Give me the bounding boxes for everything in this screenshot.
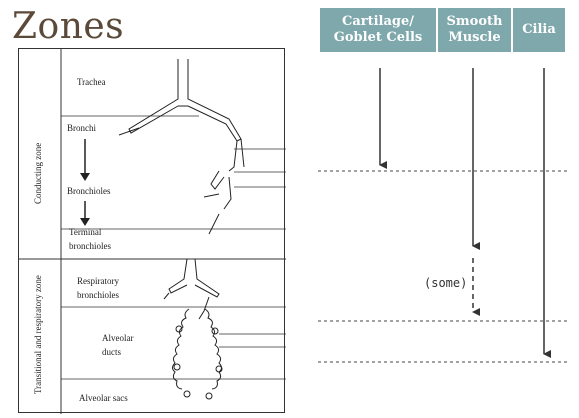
alveolar-ducts-label-2: ducts [102,347,121,357]
alveolar-sacs-label: Alveolar sacs [79,393,128,403]
conducting-zone-label: Conducting zone [33,143,43,204]
bronchi-label: Bronchi [67,123,96,133]
alveolar-ducts-label-1: Alveolar [102,333,134,343]
respiratory-label-2: bronchioles [77,290,119,300]
airway-diagram: Conducting zone Transitional and respira… [19,49,286,414]
bronchioles-label: Bronchioles [67,186,111,196]
respiratory-zone-label: Transitional and respiratory zone [33,275,43,394]
airway-zones-figure: Conducting zone Transitional and respira… [18,48,285,413]
trachea-label: Trachea [77,77,106,87]
some-annotation: (some) [424,276,467,290]
terminal-label-1: Terminal [69,227,102,237]
terminal-label-2: bronchioles [69,241,111,251]
respiratory-label-1: Respiratory [77,276,119,286]
